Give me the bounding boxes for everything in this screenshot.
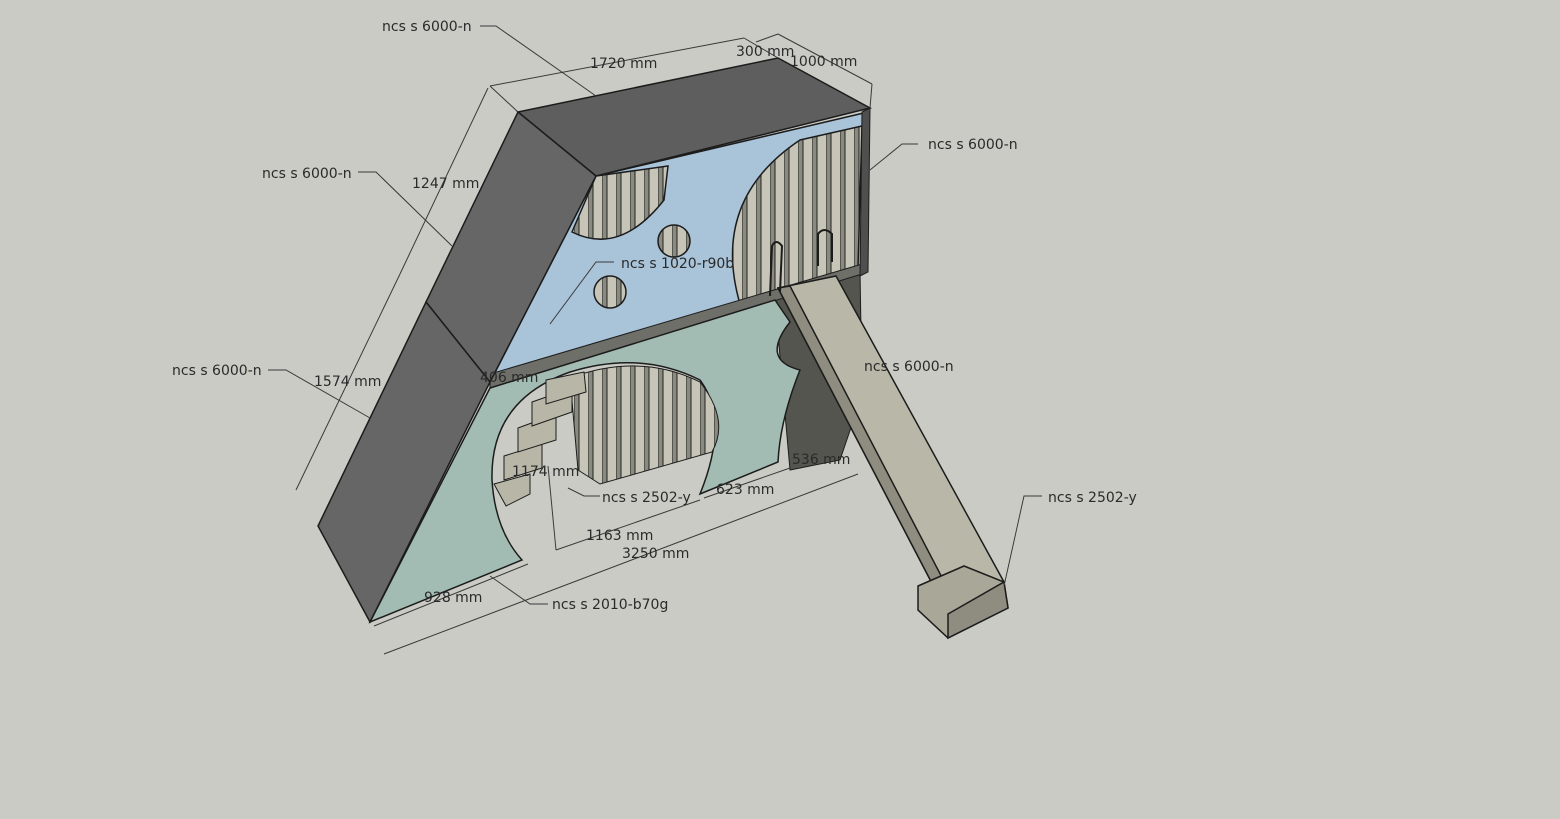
slide-handle-right <box>817 229 833 266</box>
dim-3250: 3250 mm <box>622 546 689 562</box>
roof-slope-lower <box>317 300 491 624</box>
dim-1174: 1174 mm <box>512 464 579 480</box>
label-back-wall: ncs s 6000-n <box>864 359 954 375</box>
dim-1247: 1247 mm <box>412 176 479 192</box>
stairs <box>493 371 587 507</box>
dim-536: 536 mm <box>792 452 850 468</box>
dim-1000: 1000 mm <box>790 54 857 70</box>
dim-406: 406 mm <box>480 370 538 386</box>
dim-1163: 1163 mm <box>586 528 653 544</box>
lower-arch-slats <box>569 365 720 485</box>
dim-928: 928 mm <box>424 590 482 606</box>
label-slide: ncs s 2502-y <box>1048 490 1137 506</box>
slide-handle-left <box>769 241 784 297</box>
round-window-1 <box>657 224 691 258</box>
dim-623: 623 mm <box>716 482 774 498</box>
leader-lines <box>268 25 1042 605</box>
label-right-wall: ncs s 6000-n <box>928 137 1018 153</box>
right-wall <box>859 107 871 277</box>
dim-300: 300 mm <box>736 44 794 60</box>
dim-1720: 1720 mm <box>590 56 657 72</box>
dimension-lines <box>295 33 873 655</box>
label-top-roof: ncs s 6000-n <box>382 19 472 35</box>
slide <box>776 275 1009 640</box>
upper-right-opening <box>731 125 863 305</box>
upper-arch-opening <box>571 165 669 240</box>
lower-panel <box>368 299 802 624</box>
label-upper-roof-left: ncs s 6000-n <box>262 166 352 182</box>
round-window-2 <box>593 275 627 309</box>
label-lower-roof-left: ncs s 6000-n <box>172 363 262 379</box>
label-upper-panel: ncs s 1020-r90b <box>621 256 734 272</box>
label-stair: ncs s 2502-y <box>602 490 691 506</box>
label-lower-panel: ncs s 2010-b70g <box>552 597 668 613</box>
dim-1574: 1574 mm <box>314 374 381 390</box>
